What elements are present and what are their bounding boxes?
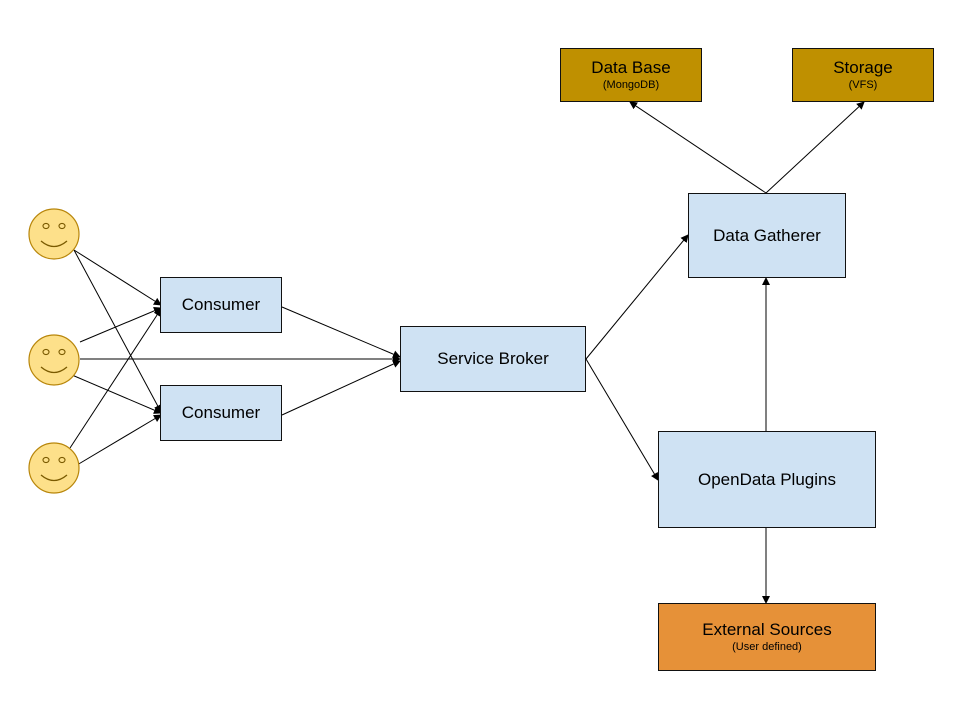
- edge-service-broker-data-gatherer: [585, 234, 689, 360]
- edge-data-gatherer-storage: [765, 101, 865, 194]
- smiley-face-icon: [28, 442, 80, 494]
- edge-consumer2-service-broker: [281, 360, 401, 416]
- data-gatherer-box: Data Gatherer: [688, 193, 846, 278]
- edge-user3-consumer2: [76, 414, 162, 466]
- data-base-box: Data Base (MongoDB): [560, 48, 702, 102]
- data-gatherer-label: Data Gatherer: [713, 225, 821, 245]
- storage-sublabel: (VFS): [848, 79, 878, 91]
- edge-data-gatherer-data-base: [629, 101, 767, 194]
- data-base-label: Data Base: [591, 58, 671, 77]
- consumer-label: Consumer: [181, 403, 261, 422]
- storage-label: Storage: [833, 58, 893, 77]
- external-sources-box: External Sources (User defined): [658, 603, 876, 671]
- external-sources-sublabel: (User defined): [732, 641, 802, 653]
- storage-box: Storage (VFS): [792, 48, 934, 102]
- service-broker-label: Service Broker: [437, 349, 549, 368]
- external-sources-label: External Sources: [702, 620, 832, 639]
- edge-user2-consumer2: [71, 374, 162, 414]
- smiley-face-icon: [28, 208, 80, 260]
- opendata-plugins-label: OpenData Plugins: [698, 469, 836, 489]
- smiley-face-icon: [28, 334, 80, 386]
- consumer-label: Consumer: [181, 295, 261, 314]
- edge-consumer1-service-broker: [281, 306, 401, 358]
- edge-user1-consumer2: [73, 249, 162, 413]
- edge-user2-consumer1: [79, 307, 162, 343]
- consumer-box-2: Consumer: [160, 385, 282, 441]
- edge-user3-consumer1: [69, 308, 162, 449]
- service-broker-box: Service Broker: [400, 326, 586, 392]
- edge-service-broker-opendata-plugins: [585, 358, 659, 481]
- data-base-sublabel: (MongoDB): [602, 79, 660, 91]
- opendata-plugins-box: OpenData Plugins: [658, 431, 876, 528]
- consumer-box-1: Consumer: [160, 277, 282, 333]
- edge-user1-consumer1: [73, 249, 162, 306]
